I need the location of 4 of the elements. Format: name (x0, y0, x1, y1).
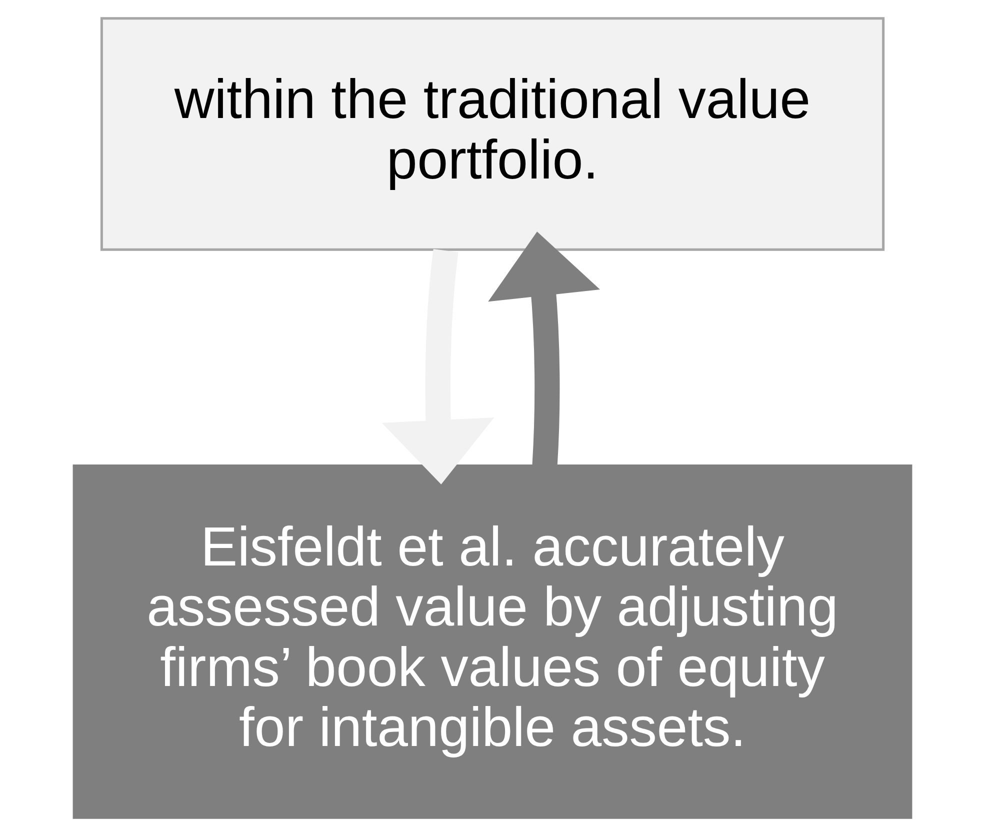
arrow (381, 249, 494, 484)
node-box: within the traditional value portfolio. (100, 17, 884, 251)
arrow (488, 232, 600, 466)
node-box: Eisfeldt et al. accurately assessed value by adjusting firms’ book values of equity for intangible assets. (72, 464, 912, 819)
